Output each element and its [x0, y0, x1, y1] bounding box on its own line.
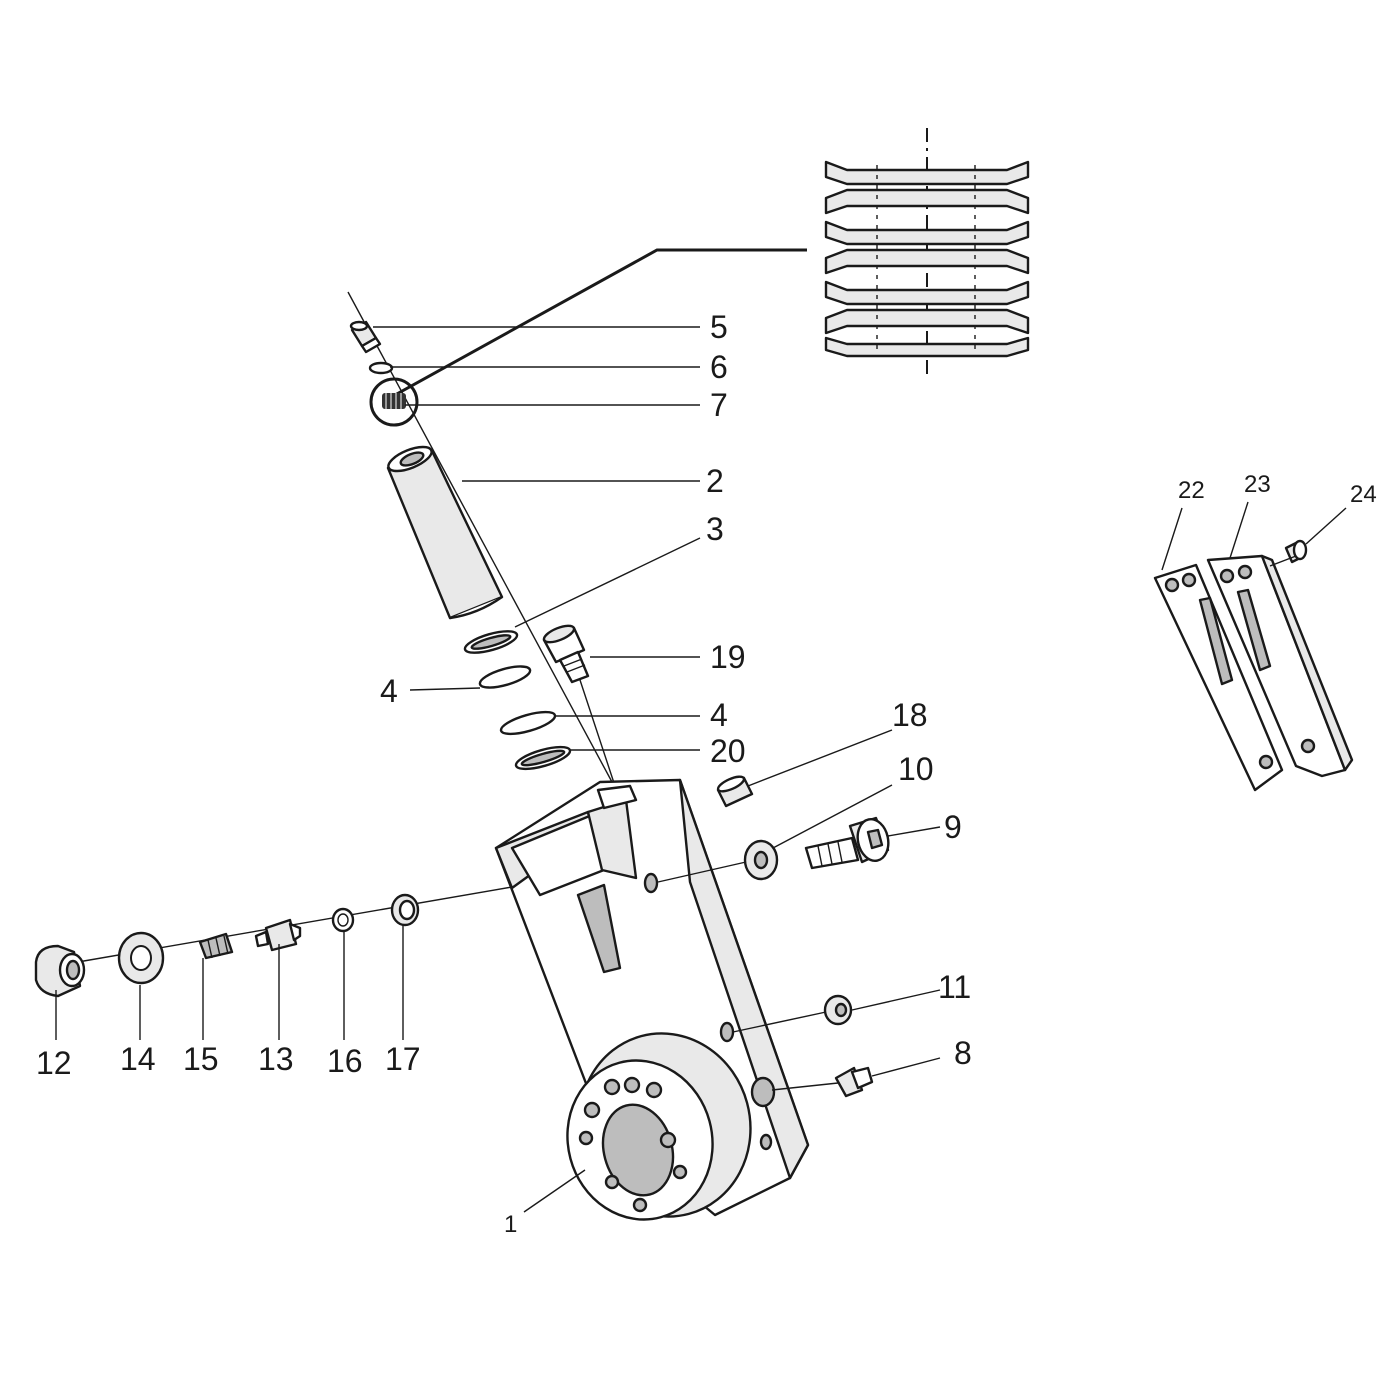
label-part-5: 5 — [710, 309, 728, 345]
part-labels: 5 6 7 2 3 4 4 20 19 18 10 9 11 8 1 12 14… — [36, 309, 1377, 1238]
housing-hole — [719, 1021, 735, 1043]
disc-spring — [824, 336, 1030, 358]
housing-flange — [566, 1032, 752, 1221]
part-19-screw — [542, 624, 615, 784]
label-part-4-right: 4 — [710, 697, 728, 733]
part-9-bolt — [804, 816, 890, 870]
housing-hole — [643, 872, 659, 894]
part-14-washer — [117, 931, 165, 985]
label-part-23: 23 — [1244, 471, 1271, 498]
part-5-cap — [349, 320, 382, 354]
label-part-20: 20 — [710, 733, 746, 769]
label-part-4-left: 4 — [380, 673, 398, 709]
label-part-15: 15 — [183, 1041, 219, 1077]
label-part-13: 13 — [258, 1041, 294, 1077]
label-part-17: 17 — [385, 1041, 421, 1077]
part-4-washer-lower — [499, 710, 557, 736]
label-part-14: 14 — [120, 1041, 156, 1077]
part-7-spring-stack — [369, 377, 419, 427]
label-part-12: 12 — [36, 1045, 72, 1081]
part-13-pin — [254, 918, 302, 952]
label-part-10: 10 — [898, 751, 934, 787]
part-23-plate — [1206, 554, 1354, 778]
label-part-11: 11 — [938, 969, 971, 1005]
label-part-3: 3 — [706, 511, 724, 547]
part-16-o-ring — [331, 907, 355, 933]
part-4-washer-upper — [478, 665, 532, 689]
part-11-plug — [823, 994, 853, 1026]
part-10-washer — [743, 839, 779, 881]
part-18-pin — [716, 775, 754, 808]
housing-port — [750, 1076, 776, 1108]
part-2-sleeve — [386, 445, 504, 620]
part-15-spring — [198, 932, 234, 960]
label-part-7: 7 — [710, 387, 728, 423]
disc-spring — [824, 248, 1030, 275]
disc-spring — [824, 188, 1030, 215]
label-part-9: 9 — [944, 809, 962, 845]
label-part-6: 6 — [710, 349, 728, 385]
label-part-18: 18 — [892, 697, 928, 733]
part-17-bushing — [390, 893, 420, 927]
disc-spring — [824, 308, 1030, 335]
part-24-screw — [1284, 539, 1308, 564]
disc-spring-pairs — [824, 160, 1030, 358]
part-1-housing — [494, 778, 810, 1221]
label-part-22: 22 — [1178, 477, 1205, 504]
leader-lines — [55, 326, 1347, 1213]
part-6-ring — [368, 361, 394, 375]
label-part-16: 16 — [327, 1043, 363, 1079]
detail-leader — [394, 248, 807, 397]
label-part-8: 8 — [954, 1035, 972, 1071]
label-part-1: 1 — [504, 1211, 517, 1238]
label-part-19: 19 — [710, 639, 746, 675]
part-8-fitting — [834, 1066, 874, 1098]
label-part-2: 2 — [706, 463, 724, 499]
part-22-plate — [1153, 563, 1284, 792]
label-part-24: 24 — [1350, 481, 1377, 508]
housing-hole — [759, 1133, 773, 1151]
assembly-axis — [347, 291, 613, 783]
part-12-cap-nut — [34, 944, 86, 998]
disc-spring-stack-detail — [394, 128, 1030, 397]
